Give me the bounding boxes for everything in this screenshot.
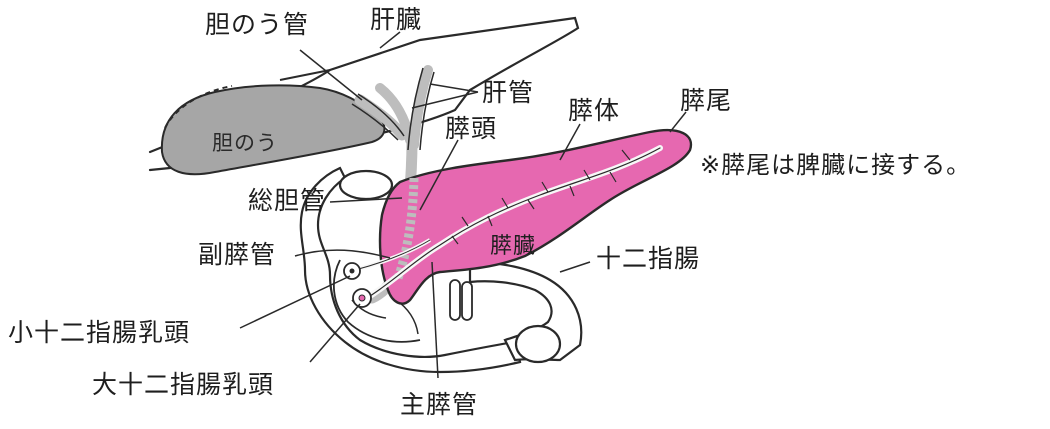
label-minor-papilla: 小十二指腸乳頭: [8, 318, 190, 348]
label-accessory-duct: 副膵管: [198, 240, 276, 270]
label-pancreas-body: 膵体: [568, 96, 620, 126]
label-pancreas-head: 膵頭: [445, 114, 497, 144]
label-duodenum: 十二指腸: [596, 244, 700, 274]
duodenum-fold-2: [396, 300, 418, 334]
major-papilla-center: [359, 295, 365, 301]
label-pancreas: 膵臓: [490, 232, 536, 262]
label-common-bile-duct: 総胆管: [248, 186, 326, 216]
label-cystic-duct: 胆のう管: [205, 10, 309, 40]
label-main-duct: 主膵管: [400, 390, 478, 420]
mesenteric-vessel-2: [462, 282, 472, 320]
mesenteric-vessel-1: [450, 280, 460, 320]
label-major-papilla: 大十二指腸乳頭: [92, 370, 274, 400]
label-liver: 肝臓: [370, 5, 422, 35]
duodenum-end-opening: [516, 326, 560, 362]
label-pancreas-tail: 膵尾: [680, 86, 732, 116]
label-tail-note: ※膵尾は脾臓に接する。: [700, 150, 971, 180]
leader-duodenum: [560, 262, 590, 272]
duodenum-top-opening: [340, 171, 392, 199]
label-gallbladder: 胆のう: [212, 128, 278, 158]
minor-papilla-center: [350, 269, 355, 274]
label-hepatic-duct: 肝管: [482, 78, 534, 108]
